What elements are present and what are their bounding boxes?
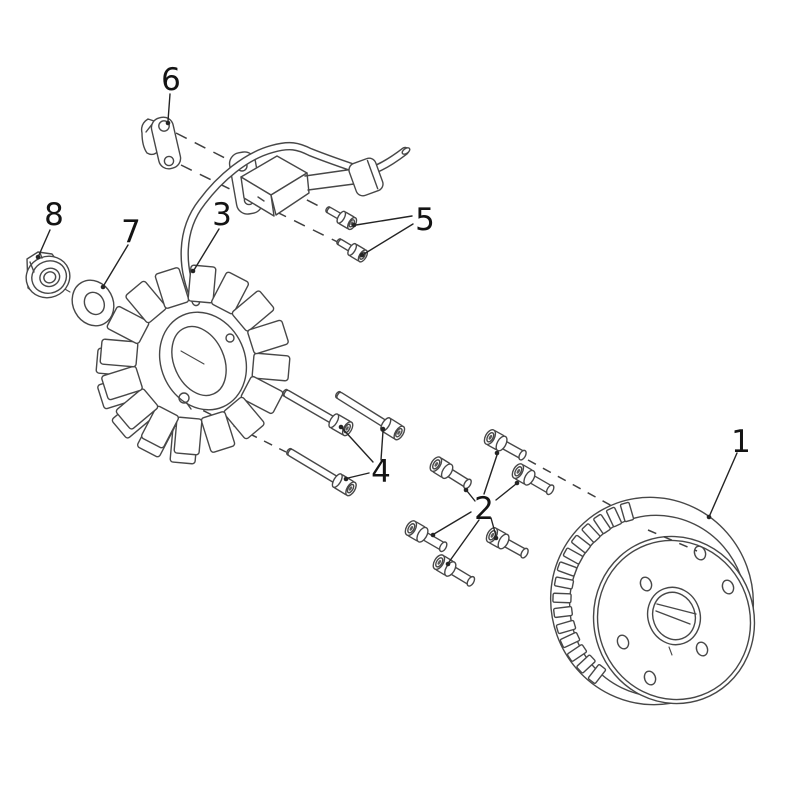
wire-grommet — [348, 157, 384, 197]
axis-on-face — [647, 529, 698, 552]
flywheel-bolt-bottom — [430, 552, 479, 591]
flywheel-bolt-lower-right — [483, 525, 532, 563]
washer-drawing — [71, 279, 115, 327]
long-bolt-3 — [282, 443, 359, 499]
flywheel-bolt-upper-left — [427, 454, 475, 493]
coil-body — [240, 155, 310, 217]
flywheel-bolt-top — [481, 427, 530, 465]
flywheel-bolt-upper-right — [509, 461, 558, 499]
callout-leaders — [35, 93, 738, 567]
flywheel-bolt-mid-left — [402, 518, 451, 556]
callout-label-2: 2 — [474, 491, 494, 527]
stator-drawing — [95, 264, 291, 465]
stator-mount-hole — [178, 392, 190, 404]
callout-label-4: 4 — [371, 454, 391, 490]
callout-label-3: 3 — [212, 197, 232, 233]
wire-clamp-bracket — [140, 116, 182, 170]
callout-label-8: 8 — [44, 197, 64, 233]
axis-bracket-to-bolt5a — [175, 132, 351, 223]
flywheel-hub — [646, 586, 702, 646]
axis-bracket-to-bolt5b — [180, 164, 363, 255]
callout-labels: 1 2 3 4 5 6 7 8 — [44, 62, 751, 527]
stator-plate-hole — [225, 333, 235, 343]
callout-label-1: 1 — [731, 424, 751, 460]
callout-label-6: 6 — [161, 62, 181, 98]
callout-label-5: 5 — [415, 202, 435, 238]
flywheel-drawing — [549, 496, 756, 706]
wire-open-end — [401, 147, 411, 155]
callout-label-7: 7 — [121, 214, 141, 250]
flange-nut-drawing — [25, 251, 71, 299]
coil-bolt-2 — [333, 234, 370, 265]
